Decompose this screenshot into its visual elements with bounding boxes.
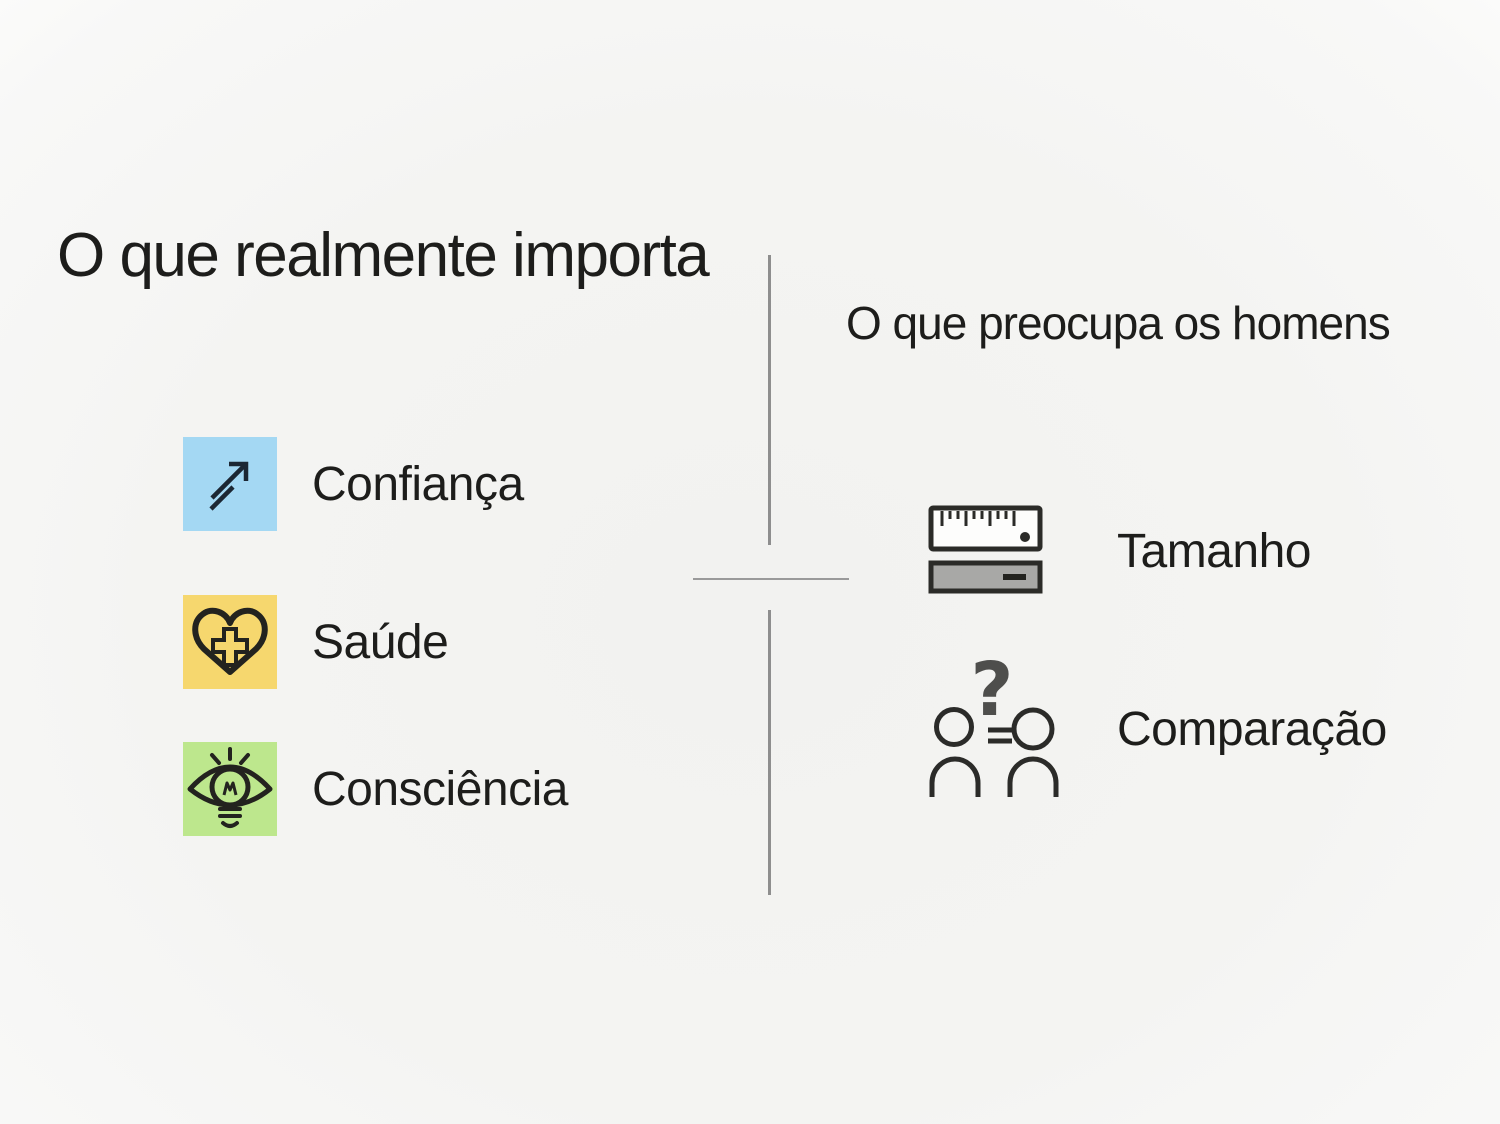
right-section-title: O que preocupa os homens [846, 297, 1391, 349]
green-tile [183, 742, 277, 836]
list-item-confianca: Confiança [183, 437, 524, 531]
eye-lightbulb-icon [183, 740, 277, 839]
list-item-tamanho: Tamanho [928, 505, 1311, 597]
people-comparison-icon: ? [920, 658, 1068, 800]
list-item-comparacao: ? Comparação [920, 658, 1387, 800]
item-label: Confiança [312, 457, 524, 511]
yellow-tile [183, 595, 277, 689]
blue-tile [183, 437, 277, 531]
question-mark-icon: ? [971, 658, 1014, 733]
item-label: Comparação [1117, 702, 1387, 756]
list-item-consciencia: Consciência [183, 742, 568, 836]
item-label: Saúde [312, 615, 449, 669]
left-section-title: O que realmente importa [57, 221, 710, 290]
item-label: Consciência [312, 762, 568, 816]
trend-up-arrow-icon [199, 451, 261, 518]
ruler-icon [928, 505, 1043, 597]
list-item-saude: Saúde [183, 595, 449, 689]
divider-vertical-bottom [768, 610, 771, 895]
divider-vertical-top [768, 255, 771, 545]
item-label: Tamanho [1117, 524, 1311, 578]
divider-horizontal [693, 578, 849, 580]
heart-cross-icon [183, 593, 277, 692]
